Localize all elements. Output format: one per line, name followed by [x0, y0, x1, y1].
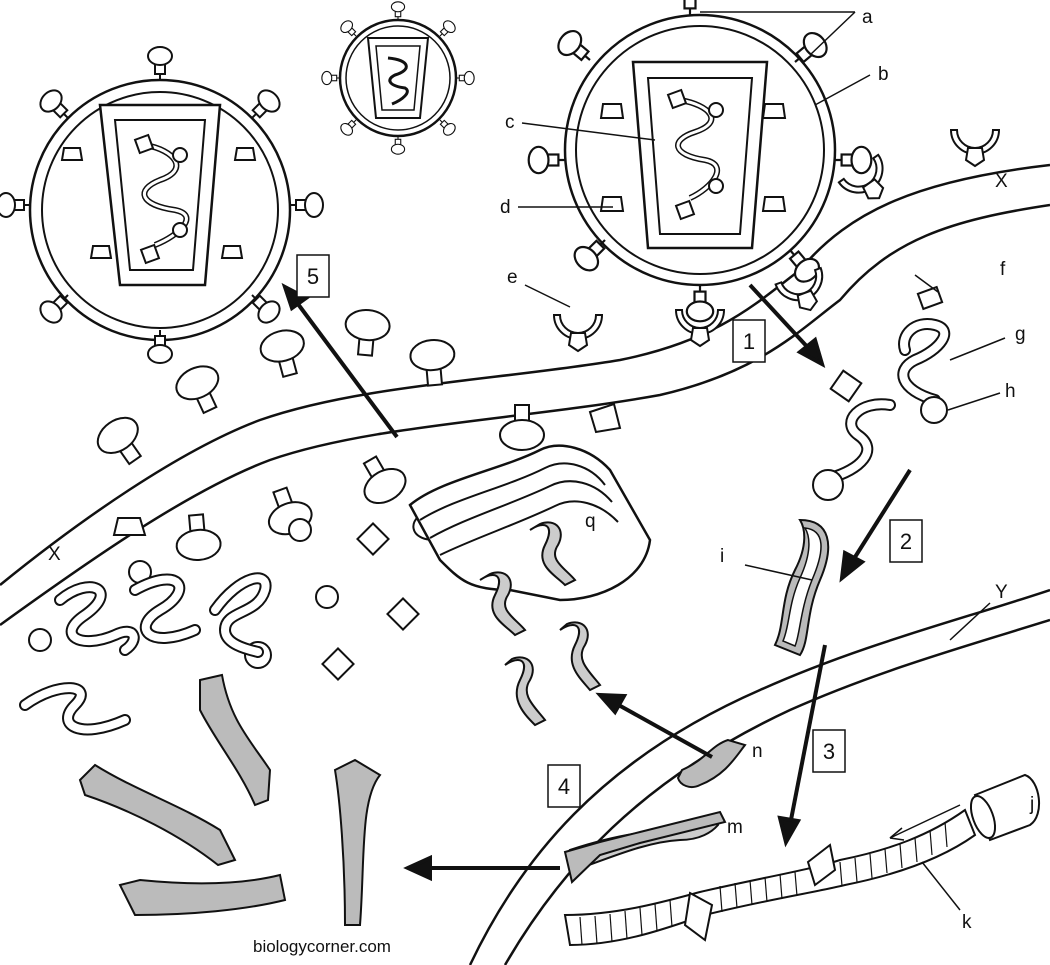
- released-rna: [812, 285, 951, 501]
- cell-membrane-x: [0, 163, 1050, 627]
- label-e: e: [507, 267, 518, 288]
- step-box-5: 5: [296, 254, 330, 298]
- leader-lines: [518, 11, 1006, 911]
- label-x-left: X: [48, 544, 61, 565]
- process-arrows: [281, 282, 912, 882]
- step-label-4: 4: [558, 774, 570, 799]
- nuclear-membrane-y: [468, 588, 1050, 965]
- step-boxes: 1 2 3 4 5: [296, 254, 923, 808]
- label-a: a: [862, 7, 873, 28]
- label-n: n: [752, 741, 763, 762]
- label-y: Y: [995, 582, 1008, 603]
- dna-strand-i: [773, 518, 830, 657]
- small-virus: [321, 1, 475, 155]
- label-j: j: [1029, 794, 1034, 815]
- step-box-1: 1: [732, 319, 766, 363]
- letter-labels: a b c d e f g h i j k m n q X X Y: [48, 7, 1034, 933]
- label-c: c: [505, 112, 515, 133]
- budding-virus: [0, 46, 324, 364]
- step-label-3: 3: [823, 739, 835, 764]
- credit-text: biologycorner.com: [253, 937, 391, 956]
- step-box-2: 2: [889, 519, 923, 563]
- step-label-1: 1: [743, 329, 755, 354]
- integrase-j: [969, 773, 1041, 842]
- viral-rna-copies: [19, 572, 272, 736]
- step-label-2: 2: [900, 529, 912, 554]
- label-x-top: X: [995, 171, 1008, 192]
- label-k: k: [962, 912, 972, 933]
- label-i: i: [720, 546, 724, 567]
- attaching-virus: [527, 0, 873, 323]
- host-chromosome-k: [563, 773, 1041, 947]
- label-b: b: [878, 64, 889, 85]
- new-proteins: [479, 521, 602, 727]
- label-q: q: [585, 511, 596, 532]
- label-f: f: [1000, 259, 1006, 280]
- cytoplasm-ribbons: [78, 673, 382, 926]
- label-g: g: [1015, 324, 1026, 345]
- mrna-strands: [563, 738, 747, 884]
- label-h: h: [1005, 381, 1016, 402]
- label-m: m: [727, 817, 743, 838]
- step-box-3: 3: [812, 729, 846, 773]
- step-box-4: 4: [547, 764, 581, 808]
- ribosome-q: [408, 444, 652, 602]
- step-label-5: 5: [307, 264, 319, 289]
- label-d: d: [500, 197, 511, 218]
